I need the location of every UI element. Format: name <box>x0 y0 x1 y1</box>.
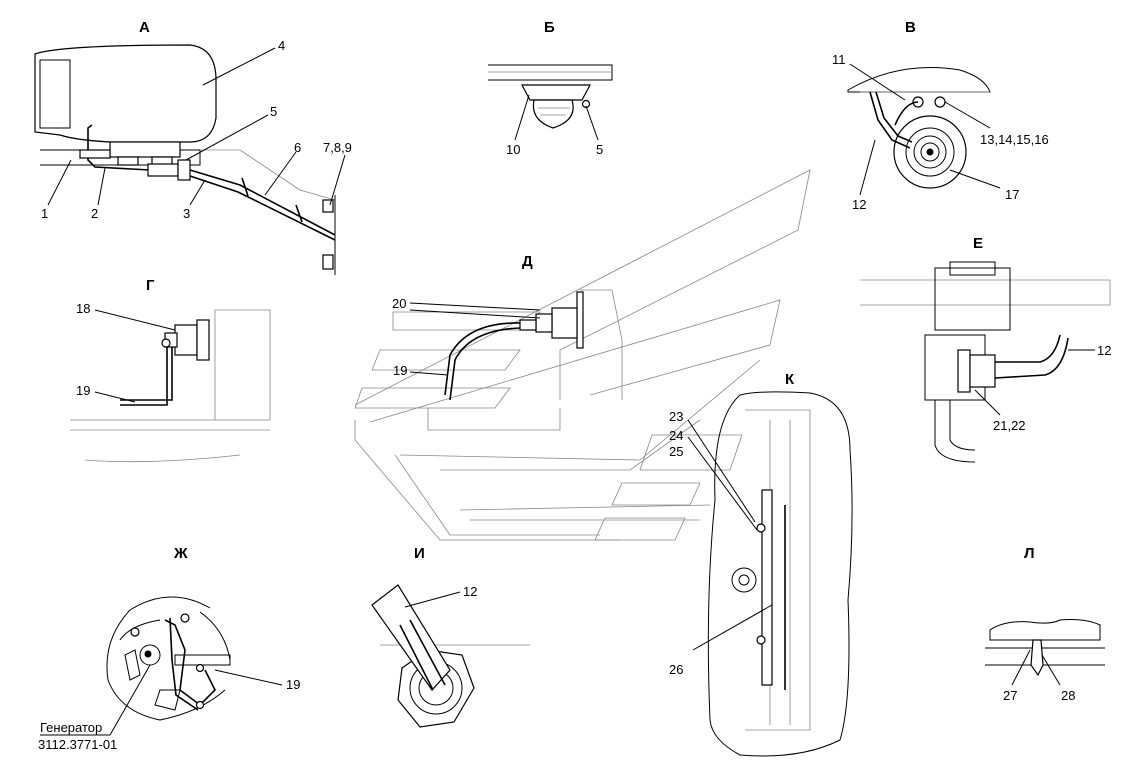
view-d-title: Д <box>522 253 533 270</box>
callout-12b: 12 <box>1097 343 1111 358</box>
callout-5b: 5 <box>596 142 603 157</box>
callout-6: 6 <box>294 140 301 155</box>
callout-26: 26 <box>669 662 683 677</box>
sensor-body <box>174 324 198 356</box>
view-b: Б 10 5 <box>488 19 613 157</box>
callout-18: 18 <box>76 301 90 316</box>
callout-11: 11 <box>832 52 846 67</box>
view-g-title: Г <box>146 277 155 294</box>
callout-19c: 19 <box>286 677 300 692</box>
generator-model: 3112.3771-01 <box>38 737 117 752</box>
sensor-l <box>1030 639 1044 677</box>
callout-1: 1 <box>41 206 48 221</box>
callout-24: 24 <box>669 428 683 443</box>
view-b-title: Б <box>544 19 555 36</box>
view-e: Е 12 21,22 <box>860 235 1111 463</box>
view-v: В 11 13,14,15,16 12 17 <box>832 19 1049 212</box>
connector-body <box>147 163 179 177</box>
callout-19a: 19 <box>76 383 90 398</box>
marker-lamp <box>521 84 591 101</box>
view-e-title: Е <box>973 235 983 252</box>
callout-5a: 5 <box>270 104 277 119</box>
callout-20: 20 <box>392 296 406 311</box>
view-i: И 12 <box>371 545 530 728</box>
callout-2: 2 <box>91 206 98 221</box>
view-g: Г 18 19 <box>70 277 271 463</box>
view-a: А 1 2 3 4 <box>34 19 352 275</box>
callout-21-22: 21,22 <box>993 418 1026 433</box>
view-k-title: К <box>785 371 795 388</box>
callout-12a: 12 <box>852 197 866 212</box>
view-l: Л 27 28 <box>985 545 1105 703</box>
fuel-level-sensor <box>761 489 773 686</box>
callout-23: 23 <box>669 409 683 424</box>
view-zh: Ж 19 Генератор 3112.3771-01 <box>38 545 300 752</box>
callout-17: 17 <box>1005 187 1019 202</box>
generator-name: Генератор <box>40 720 102 735</box>
generator-outline <box>106 596 226 721</box>
callout-4: 4 <box>278 38 285 53</box>
sensor-e <box>957 349 971 393</box>
view-l-title: Л <box>1024 545 1035 562</box>
view-k: К 23 24 25 26 <box>669 371 853 757</box>
lamp-mount-block <box>109 141 181 158</box>
background-cab-outline <box>354 169 811 541</box>
callout-28: 28 <box>1061 688 1075 703</box>
callout-12c: 12 <box>463 584 477 599</box>
view-a-title: А <box>139 19 150 36</box>
callout-19b: 19 <box>393 363 407 378</box>
fuel-tank-outline <box>707 391 853 757</box>
view-zh-title: Ж <box>173 545 188 562</box>
callout-10: 10 <box>506 142 520 157</box>
view-d: Д 20 19 <box>392 253 584 401</box>
callout-7-8-9: 7,8,9 <box>323 140 352 155</box>
callout-3: 3 <box>183 206 190 221</box>
callout-25: 25 <box>669 444 683 459</box>
view-i-title: И <box>414 545 425 562</box>
callout-13-16: 13,14,15,16 <box>980 132 1049 147</box>
callout-27: 27 <box>1003 688 1017 703</box>
view-v-title: В <box>905 19 916 36</box>
sensor-d <box>551 307 578 339</box>
